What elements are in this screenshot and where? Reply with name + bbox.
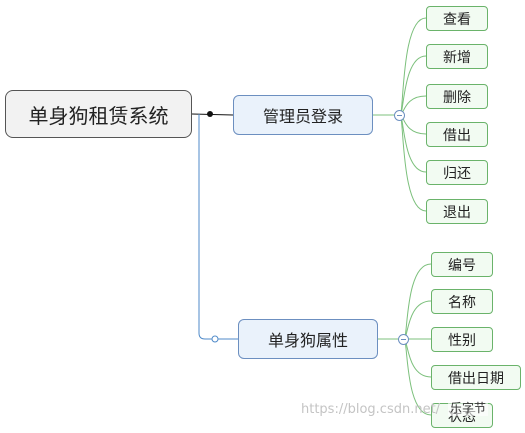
leaf-label: 编号 (448, 257, 476, 274)
leaf-label: 删除 (443, 89, 471, 106)
leaf-node-name[interactable]: 名称 (431, 289, 493, 314)
leaf-label: 借出 (443, 127, 471, 144)
leaf-label: 新增 (443, 49, 471, 66)
branch-node-admin-login[interactable]: 管理员登录 (233, 95, 373, 135)
root-node[interactable]: 单身狗租赁系统 (5, 90, 192, 138)
root-label: 单身狗租赁系统 (28, 103, 169, 128)
leaf-node-number[interactable]: 编号 (431, 252, 493, 277)
branch-node-dog-attributes[interactable]: 单身狗属性 (238, 319, 378, 359)
leaf-node-add[interactable]: 新增 (426, 44, 488, 69)
leaf-node-lend[interactable]: 借出 (426, 122, 488, 147)
leaf-label: 借出日期 (448, 370, 504, 387)
watermark-brand: 乐字节 (448, 399, 489, 416)
leaf-label: 查看 (443, 11, 471, 28)
branch-label: 管理员登录 (262, 107, 343, 126)
leaf-label: 归还 (443, 165, 471, 182)
collapse-toggle-icon[interactable] (398, 334, 409, 345)
leaf-node-delete[interactable]: 删除 (426, 84, 488, 109)
leaf-node-return[interactable]: 归还 (426, 160, 488, 185)
watermark-url: https://blog.csdn.net/ (301, 402, 441, 417)
leaf-node-gender[interactable]: 性别 (431, 327, 493, 352)
branch-label: 单身狗属性 (267, 331, 348, 350)
collapse-toggle-icon[interactable] (394, 110, 405, 121)
leaf-label: 性别 (448, 332, 476, 349)
leaf-label: 名称 (448, 294, 476, 311)
leaf-node-exit[interactable]: 退出 (426, 199, 488, 224)
leaf-label: 退出 (443, 204, 471, 221)
leaf-node-view[interactable]: 查看 (426, 6, 488, 31)
leaf-node-lend-date[interactable]: 借出日期 (431, 365, 521, 390)
